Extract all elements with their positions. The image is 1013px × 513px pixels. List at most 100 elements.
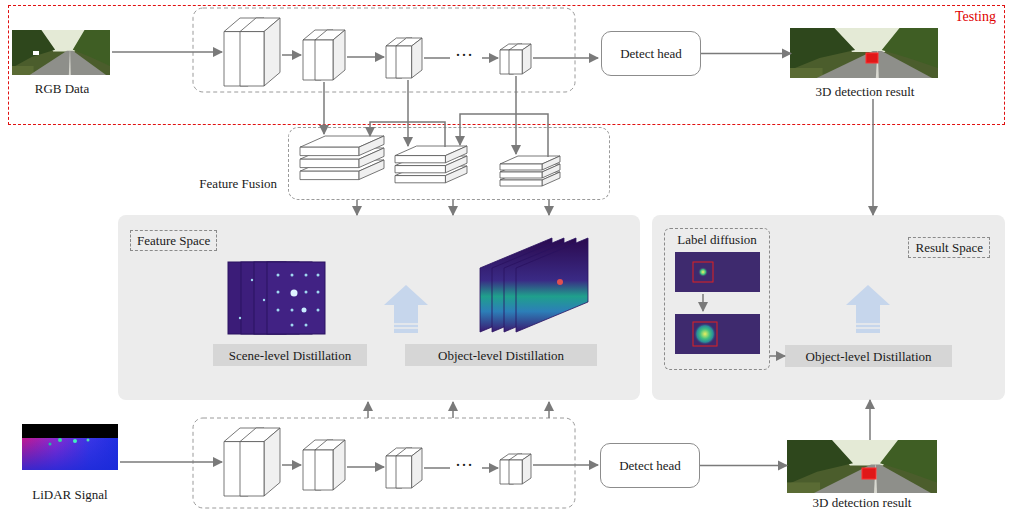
node-label: Object-level Distillation bbox=[438, 348, 564, 363]
illustration-part bbox=[386, 448, 412, 488]
backbone bbox=[120, 418, 598, 508]
distill-box: Object-level Distillation bbox=[785, 345, 952, 367]
illustration-part bbox=[395, 146, 467, 163]
node-label: Object-level Distillation bbox=[806, 349, 932, 364]
illustration-part bbox=[500, 454, 522, 484]
result-image bbox=[790, 28, 938, 78]
illustration-part bbox=[282, 464, 301, 466]
illustration-part bbox=[500, 44, 522, 74]
illustration-part bbox=[224, 428, 264, 496]
testing-region: TestingRGB Data Detect head 3D detection r… bbox=[8, 5, 1005, 125]
illustration-part bbox=[548, 402, 550, 418]
node-label: RGB Data bbox=[35, 81, 90, 96]
illustration-part bbox=[224, 18, 264, 86]
ellipsis-mark: … bbox=[455, 450, 473, 470]
illustration-part bbox=[396, 448, 422, 488]
space-panel: Feature SpaceScene-level Distillation Obj… bbox=[118, 215, 640, 400]
node-label: Scene-level Distillation bbox=[229, 348, 351, 363]
illustration-part bbox=[370, 122, 445, 147]
input-image: RGB Data bbox=[13, 31, 111, 96]
node-label: Detect head bbox=[619, 458, 681, 473]
illustration-part bbox=[347, 466, 384, 468]
result-image bbox=[787, 440, 937, 493]
illustration-part bbox=[300, 148, 384, 168]
illustration-part bbox=[300, 160, 384, 180]
illustration-part bbox=[58, 438, 62, 442]
result-image: 3D detection result bbox=[791, 29, 939, 99]
arrow-connector bbox=[869, 400, 871, 440]
process-box: Detect head bbox=[601, 31, 701, 76]
illustration-part bbox=[49, 443, 52, 446]
illustration-part bbox=[303, 440, 333, 490]
distill-box: Scene-level Distillation bbox=[213, 344, 367, 366]
illustration-part bbox=[120, 461, 222, 463]
illustration-part bbox=[315, 440, 345, 490]
illustration-part bbox=[515, 76, 517, 154]
illustration-part bbox=[509, 44, 531, 74]
node-label: 3D detection result bbox=[813, 495, 912, 510]
illustration-part bbox=[193, 8, 575, 92]
fusion-box: Feature Fusion bbox=[288, 127, 610, 200]
illustration-part bbox=[347, 56, 384, 58]
illustration-part bbox=[452, 402, 454, 418]
backbone bbox=[112, 8, 598, 92]
illustration-part bbox=[482, 467, 498, 469]
arrow-connector bbox=[872, 99, 874, 215]
illustration-part bbox=[533, 464, 598, 466]
node-label: 3D detection result bbox=[816, 84, 915, 99]
illustration-part bbox=[500, 164, 560, 178]
illustration-part bbox=[73, 439, 77, 443]
illustration-part bbox=[533, 57, 598, 59]
arrow-connector bbox=[701, 53, 791, 55]
illustration-part bbox=[500, 172, 560, 186]
illustration-part bbox=[87, 439, 90, 442]
illustration-part bbox=[790, 28, 938, 78]
illustration-part bbox=[315, 30, 345, 80]
illustration-part bbox=[395, 156, 467, 173]
rgb-image bbox=[12, 30, 110, 75]
illustration-part bbox=[460, 114, 548, 157]
illustration-part bbox=[112, 52, 598, 58]
lidar-image bbox=[22, 424, 118, 470]
diffusion-box: Label diffusion bbox=[664, 228, 770, 370]
illustration-part bbox=[240, 18, 280, 86]
arrow-connector bbox=[452, 200, 454, 215]
node-label: Detect head bbox=[620, 46, 682, 61]
illustration-part bbox=[395, 166, 467, 183]
process-box: Detect head bbox=[600, 443, 700, 488]
illustration-part bbox=[386, 38, 412, 78]
arrow-connector bbox=[356, 200, 358, 215]
arrow-connector bbox=[548, 200, 550, 215]
illustration-part bbox=[303, 30, 333, 80]
illustration-part bbox=[120, 462, 598, 468]
illustration-part bbox=[407, 80, 409, 146]
illustration-part bbox=[12, 30, 110, 75]
panel-heading: Result Space bbox=[908, 237, 990, 258]
ellipsis-mark: … bbox=[455, 40, 473, 60]
space-panel: Result Space Label diffusionObject-level … bbox=[652, 215, 1005, 400]
illustration-part bbox=[500, 156, 560, 170]
panel-heading: Feature Space bbox=[130, 230, 217, 251]
illustration-part bbox=[193, 418, 575, 508]
node-label: Testing bbox=[955, 9, 996, 25]
illustration-part bbox=[282, 54, 301, 56]
illustration-part bbox=[112, 51, 222, 53]
distill-box: Object-level Distillation bbox=[405, 344, 597, 366]
arrow-connector bbox=[700, 465, 787, 467]
node-label: LiDAR Signal bbox=[32, 487, 107, 502]
illustration-part bbox=[33, 51, 39, 55]
illustration-part bbox=[482, 57, 498, 59]
illustration-part bbox=[300, 136, 384, 156]
illustration-part bbox=[22, 438, 118, 470]
illustration-part bbox=[240, 428, 280, 496]
illustration-part bbox=[396, 38, 422, 78]
illustration-part bbox=[509, 454, 531, 484]
illustration-part bbox=[787, 440, 937, 493]
node-label: Feature Fusion bbox=[199, 176, 277, 191]
fusion-blocks bbox=[300, 136, 560, 186]
illustration-part bbox=[367, 402, 369, 418]
illustration-part bbox=[22, 438, 118, 470]
illustration-part bbox=[866, 53, 878, 63]
illustration-part bbox=[862, 468, 876, 479]
illustration-part bbox=[22, 424, 118, 438]
